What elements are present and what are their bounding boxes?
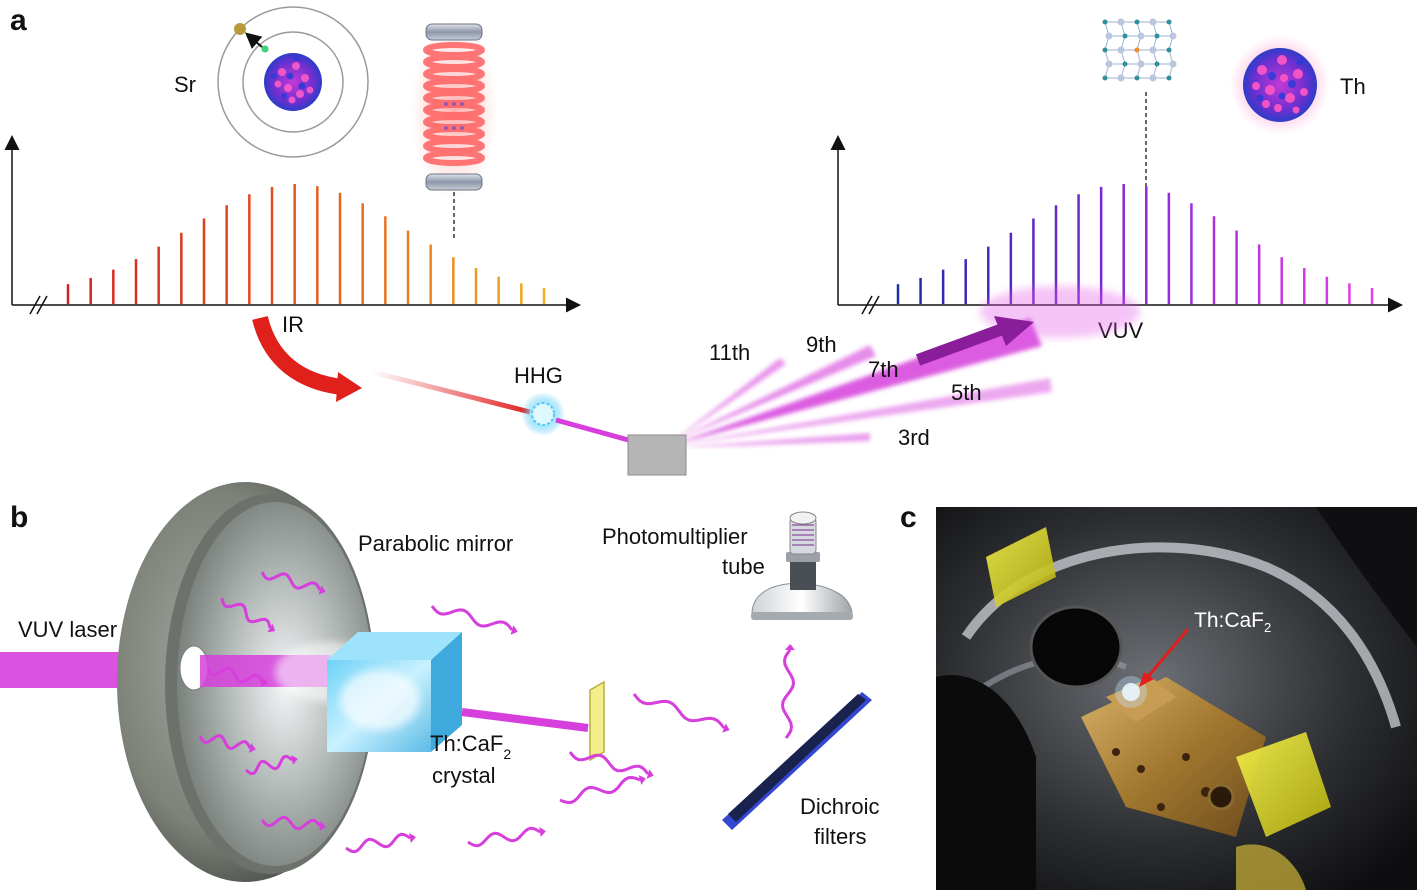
photon-arrowhead (267, 623, 276, 633)
ir-label: IR (282, 312, 304, 337)
lattice-atom (1134, 75, 1140, 81)
photon-arrowhead (722, 723, 730, 733)
lattice-atom (1102, 75, 1108, 81)
lattice-atom (1117, 46, 1125, 54)
ir-curved-arrowhead (336, 372, 362, 402)
hhg-label: HHG (514, 363, 563, 388)
harmonic-11th: 11th (709, 340, 750, 365)
optical-cavity (410, 20, 498, 240)
sr-atom (217, 6, 369, 158)
lattice-atom (1166, 19, 1172, 25)
lattice-atom (1122, 61, 1128, 67)
lattice-atom (1149, 74, 1157, 82)
pmt-label: Photomultiplier (602, 524, 748, 549)
panel-c-letter: c (900, 501, 917, 534)
lattice-atom (1149, 46, 1157, 54)
lattice-atom (1117, 74, 1125, 82)
photon-squiggle (260, 815, 322, 831)
harmonic-7th: 7th (868, 357, 899, 382)
ir-comb-axes (4, 135, 581, 315)
pmt-label-line2: tube (722, 554, 765, 579)
photon-arrowhead (318, 585, 326, 595)
thcaf2-crystal-cube (327, 632, 462, 752)
lattice-atom (1169, 32, 1177, 40)
photon-squiggle (220, 597, 272, 629)
lattice-atom (1169, 60, 1177, 68)
panel-a-letter: a (10, 4, 27, 37)
diffraction-grating (627, 434, 687, 476)
crystal-label-line2: crystal (432, 763, 496, 788)
ir-curved-arrow (252, 315, 344, 395)
vuv-laser-label: VUV laser (18, 617, 117, 642)
sample-chamber-photo: Th:CaF2 (936, 507, 1417, 890)
photon-squiggle (260, 571, 322, 591)
photon-squiggle (430, 605, 514, 631)
ir-beam (371, 369, 531, 415)
filters-label-line2: filters (814, 824, 867, 849)
lattice-atom (1137, 60, 1145, 68)
photon-squiggle (780, 649, 796, 739)
filters-label: Dichroic (800, 794, 879, 819)
vuv-comb-axes (830, 135, 1403, 315)
lattice-atom (1117, 18, 1125, 26)
photon-squiggle (632, 693, 726, 729)
photomultiplier-tube (751, 511, 853, 620)
photon-arrowhead (409, 833, 416, 843)
photon-arrowhead (646, 769, 654, 779)
photon-arrowhead (638, 775, 646, 785)
photon-squiggle (206, 666, 264, 684)
photon-squiggle (198, 734, 252, 750)
lattice-atom (1134, 19, 1140, 25)
lattice-atom (1102, 47, 1108, 53)
lattice-atom (1102, 19, 1108, 25)
lattice-atom (1105, 32, 1113, 40)
photon-squiggle (245, 754, 293, 776)
dichroic-filter (722, 692, 872, 830)
harmonic-3rd: 3rd (898, 425, 930, 450)
th-nucleus (1230, 35, 1330, 135)
photon-squiggle (568, 751, 650, 775)
photon-squiggle (467, 826, 541, 848)
harmonic-fan (672, 286, 1140, 448)
vuv-beam-to-lens (461, 708, 589, 732)
photon-arrowhead (319, 821, 326, 831)
harmonic-5th: 5th (951, 380, 982, 405)
photon-arrowhead (248, 743, 256, 753)
harmonic-9th: 9th (806, 332, 837, 357)
th-label: Th (1340, 74, 1366, 99)
vuv-comb-lines (896, 184, 1374, 304)
photon-arrowhead (290, 755, 298, 765)
photon-arrowhead (539, 827, 546, 837)
photon-arrowhead (260, 677, 268, 687)
lattice-atom (1154, 33, 1160, 39)
lattice-atom (1122, 33, 1128, 39)
lattice-atom (1154, 61, 1160, 67)
lattice-atom (1134, 47, 1140, 53)
emitted-photons (198, 571, 796, 854)
sample-label: Th:CaF2 (1194, 609, 1272, 636)
sr-label: Sr (174, 72, 196, 97)
hhg-source (521, 392, 565, 436)
lattice-atom (1166, 75, 1172, 81)
collection-lens (589, 680, 605, 762)
photon-arrowhead (785, 644, 795, 651)
photon-squiggle (559, 775, 641, 805)
crystal-lattice (1102, 18, 1177, 82)
lattice-atom (1105, 60, 1113, 68)
crystal-label: Th:CaF2 (430, 731, 511, 762)
vuv-beam-to-grating (555, 417, 633, 444)
parabolic-mirror-label: Parabolic mirror (358, 531, 513, 556)
photon-squiggle (345, 832, 411, 854)
lattice-atom (1137, 32, 1145, 40)
lattice-atom (1149, 18, 1157, 26)
ir-comb-lines (66, 184, 546, 304)
lattice-atom (1166, 47, 1172, 53)
panel-b-letter: b (10, 501, 28, 534)
photon-arrowhead (510, 625, 518, 635)
